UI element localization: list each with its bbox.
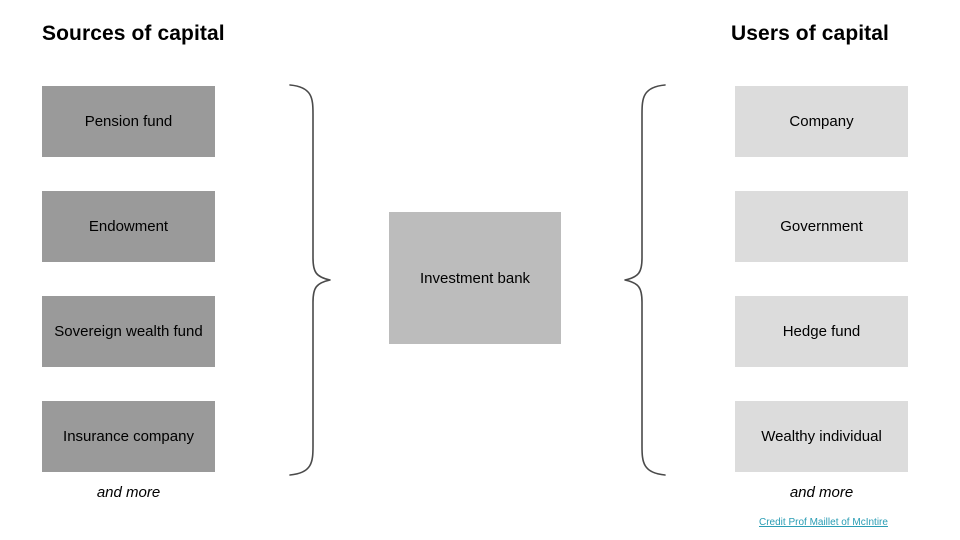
left-brace-connector [289,84,331,476]
source-node-label: Sovereign wealth fund [54,323,203,340]
sources-and-more-note: and more [96,484,161,501]
user-node-government[interactable]: Government [735,191,908,262]
source-node-pension-fund[interactable]: Pension fund [42,86,215,157]
user-node-label: Company [789,113,854,130]
sources-column-title: Sources of capital [42,22,225,45]
source-node-endowment[interactable]: Endowment [42,191,215,262]
source-node-label: Endowment [88,218,169,235]
source-node-insurance-company[interactable]: Insurance company [42,401,215,472]
right-brace-connector [624,84,666,476]
user-node-hedge-fund[interactable]: Hedge fund [735,296,908,367]
user-node-label: Government [780,218,863,235]
credit-link[interactable]: Credit Prof Maillet of McIntire [759,517,888,528]
center-node-investment-bank[interactable]: Investment bank [389,212,561,344]
user-node-company[interactable]: Company [735,86,908,157]
source-node-label: Insurance company [63,428,194,445]
source-node-label: Pension fund [84,113,173,130]
users-and-more-note: and more [789,484,854,501]
user-node-label: Hedge fund [782,323,861,340]
center-node-label: Investment bank [419,269,531,287]
user-node-wealthy-individual[interactable]: Wealthy individual [735,401,908,472]
user-node-label: Wealthy individual [761,428,882,445]
source-node-sovereign-wealth-fund[interactable]: Sovereign wealth fund [42,296,215,367]
users-column-title: Users of capital [731,22,889,45]
